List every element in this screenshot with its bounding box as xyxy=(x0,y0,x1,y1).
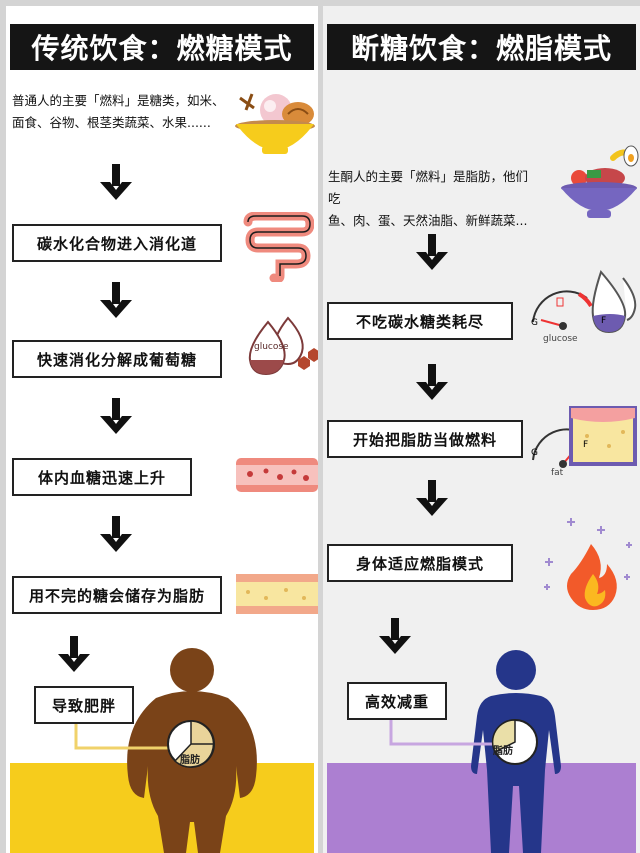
right-fat-label: 脂肪 xyxy=(493,746,513,757)
flame-icon xyxy=(541,514,637,618)
obese-figure-icon xyxy=(122,646,264,853)
left-step-1: 碳水化合物进入消化道 xyxy=(12,224,222,262)
glucose-drops-icon: glucose xyxy=(246,316,318,382)
left-step-5: 导致肥胖 xyxy=(34,686,134,724)
glucose-label: glucose xyxy=(254,342,289,352)
right-title: 断糖饮食：燃脂模式 xyxy=(327,24,636,70)
glucose-gauge-label: glucose xyxy=(543,334,578,344)
left-step-4: 用不完的糖会储存为脂肪 xyxy=(12,576,222,614)
fat-layer-icon xyxy=(236,574,318,618)
fat-gauge-high-label: F xyxy=(583,440,589,450)
intestine-icon xyxy=(240,211,315,286)
left-intro-line-1: 普通人的主要「燃料」是糖类，如米、 xyxy=(12,93,225,108)
right-step-2: 开始把脂肪当做燃料 xyxy=(327,420,523,458)
left-intro-line-2: 面食、谷物、根茎类蔬菜、水果...... xyxy=(12,115,211,130)
callout-line xyxy=(389,720,497,746)
left-title: 传统饮食：燃糖模式 xyxy=(10,24,314,70)
left-step-3: 体内血糖迅速上升 xyxy=(12,458,192,496)
left-panel-traditional-diet: 传统饮食：燃糖模式 普通人的主要「燃料」是糖类，如米、 面食、谷物、根茎类蔬菜、… xyxy=(6,6,318,853)
right-intro-line-1: 生酮人的主要「燃料」是脂肪，他们吃 xyxy=(328,169,529,206)
blood-vessel-icon xyxy=(236,458,318,496)
right-panel-keto-diet: 断糖饮食：燃脂模式 生酮人的主要「燃料」是脂肪，他们吃 鱼、肉、蛋、天然油脂、新… xyxy=(323,6,640,853)
left-intro: 普通人的主要「燃料」是糖类，如米、 面食、谷物、根茎类蔬菜、水果...... xyxy=(12,90,242,134)
right-ground xyxy=(327,763,636,853)
right-intro: 生酮人的主要「燃料」是脂肪，他们吃 鱼、肉、蛋、天然油脂、新鲜蔬菜... xyxy=(328,166,538,232)
fat-gauge-icon: G F fat xyxy=(527,406,637,490)
right-step-1: 不吃碳水糖类耗尽 xyxy=(327,302,513,340)
fat-gauge-label: fat xyxy=(551,468,564,478)
food-bowl-icon xyxy=(232,84,318,164)
right-step-4: 高效减重 xyxy=(347,682,447,720)
left-step-2: 快速消化分解成葡萄糖 xyxy=(12,340,222,378)
fat-pie-chart-icon: 脂肪 xyxy=(491,718,539,770)
glucose-gauge-icon: G F glucose xyxy=(527,266,637,350)
fat-gauge-low-label: G xyxy=(531,448,538,458)
glucose-gauge-high-label: F xyxy=(601,316,607,326)
right-step-3: 身体适应燃脂模式 xyxy=(327,544,513,582)
right-intro-line-2: 鱼、肉、蛋、天然油脂、新鲜蔬菜... xyxy=(328,213,528,228)
fat-pie-chart-icon: 脂肪 xyxy=(166,719,216,773)
left-fat-label: 脂肪 xyxy=(180,755,200,766)
glucose-gauge-low-label: G xyxy=(531,318,538,328)
slim-figure-icon xyxy=(461,646,571,853)
callout-line xyxy=(74,724,180,750)
keto-food-bowl-icon xyxy=(559,142,639,238)
